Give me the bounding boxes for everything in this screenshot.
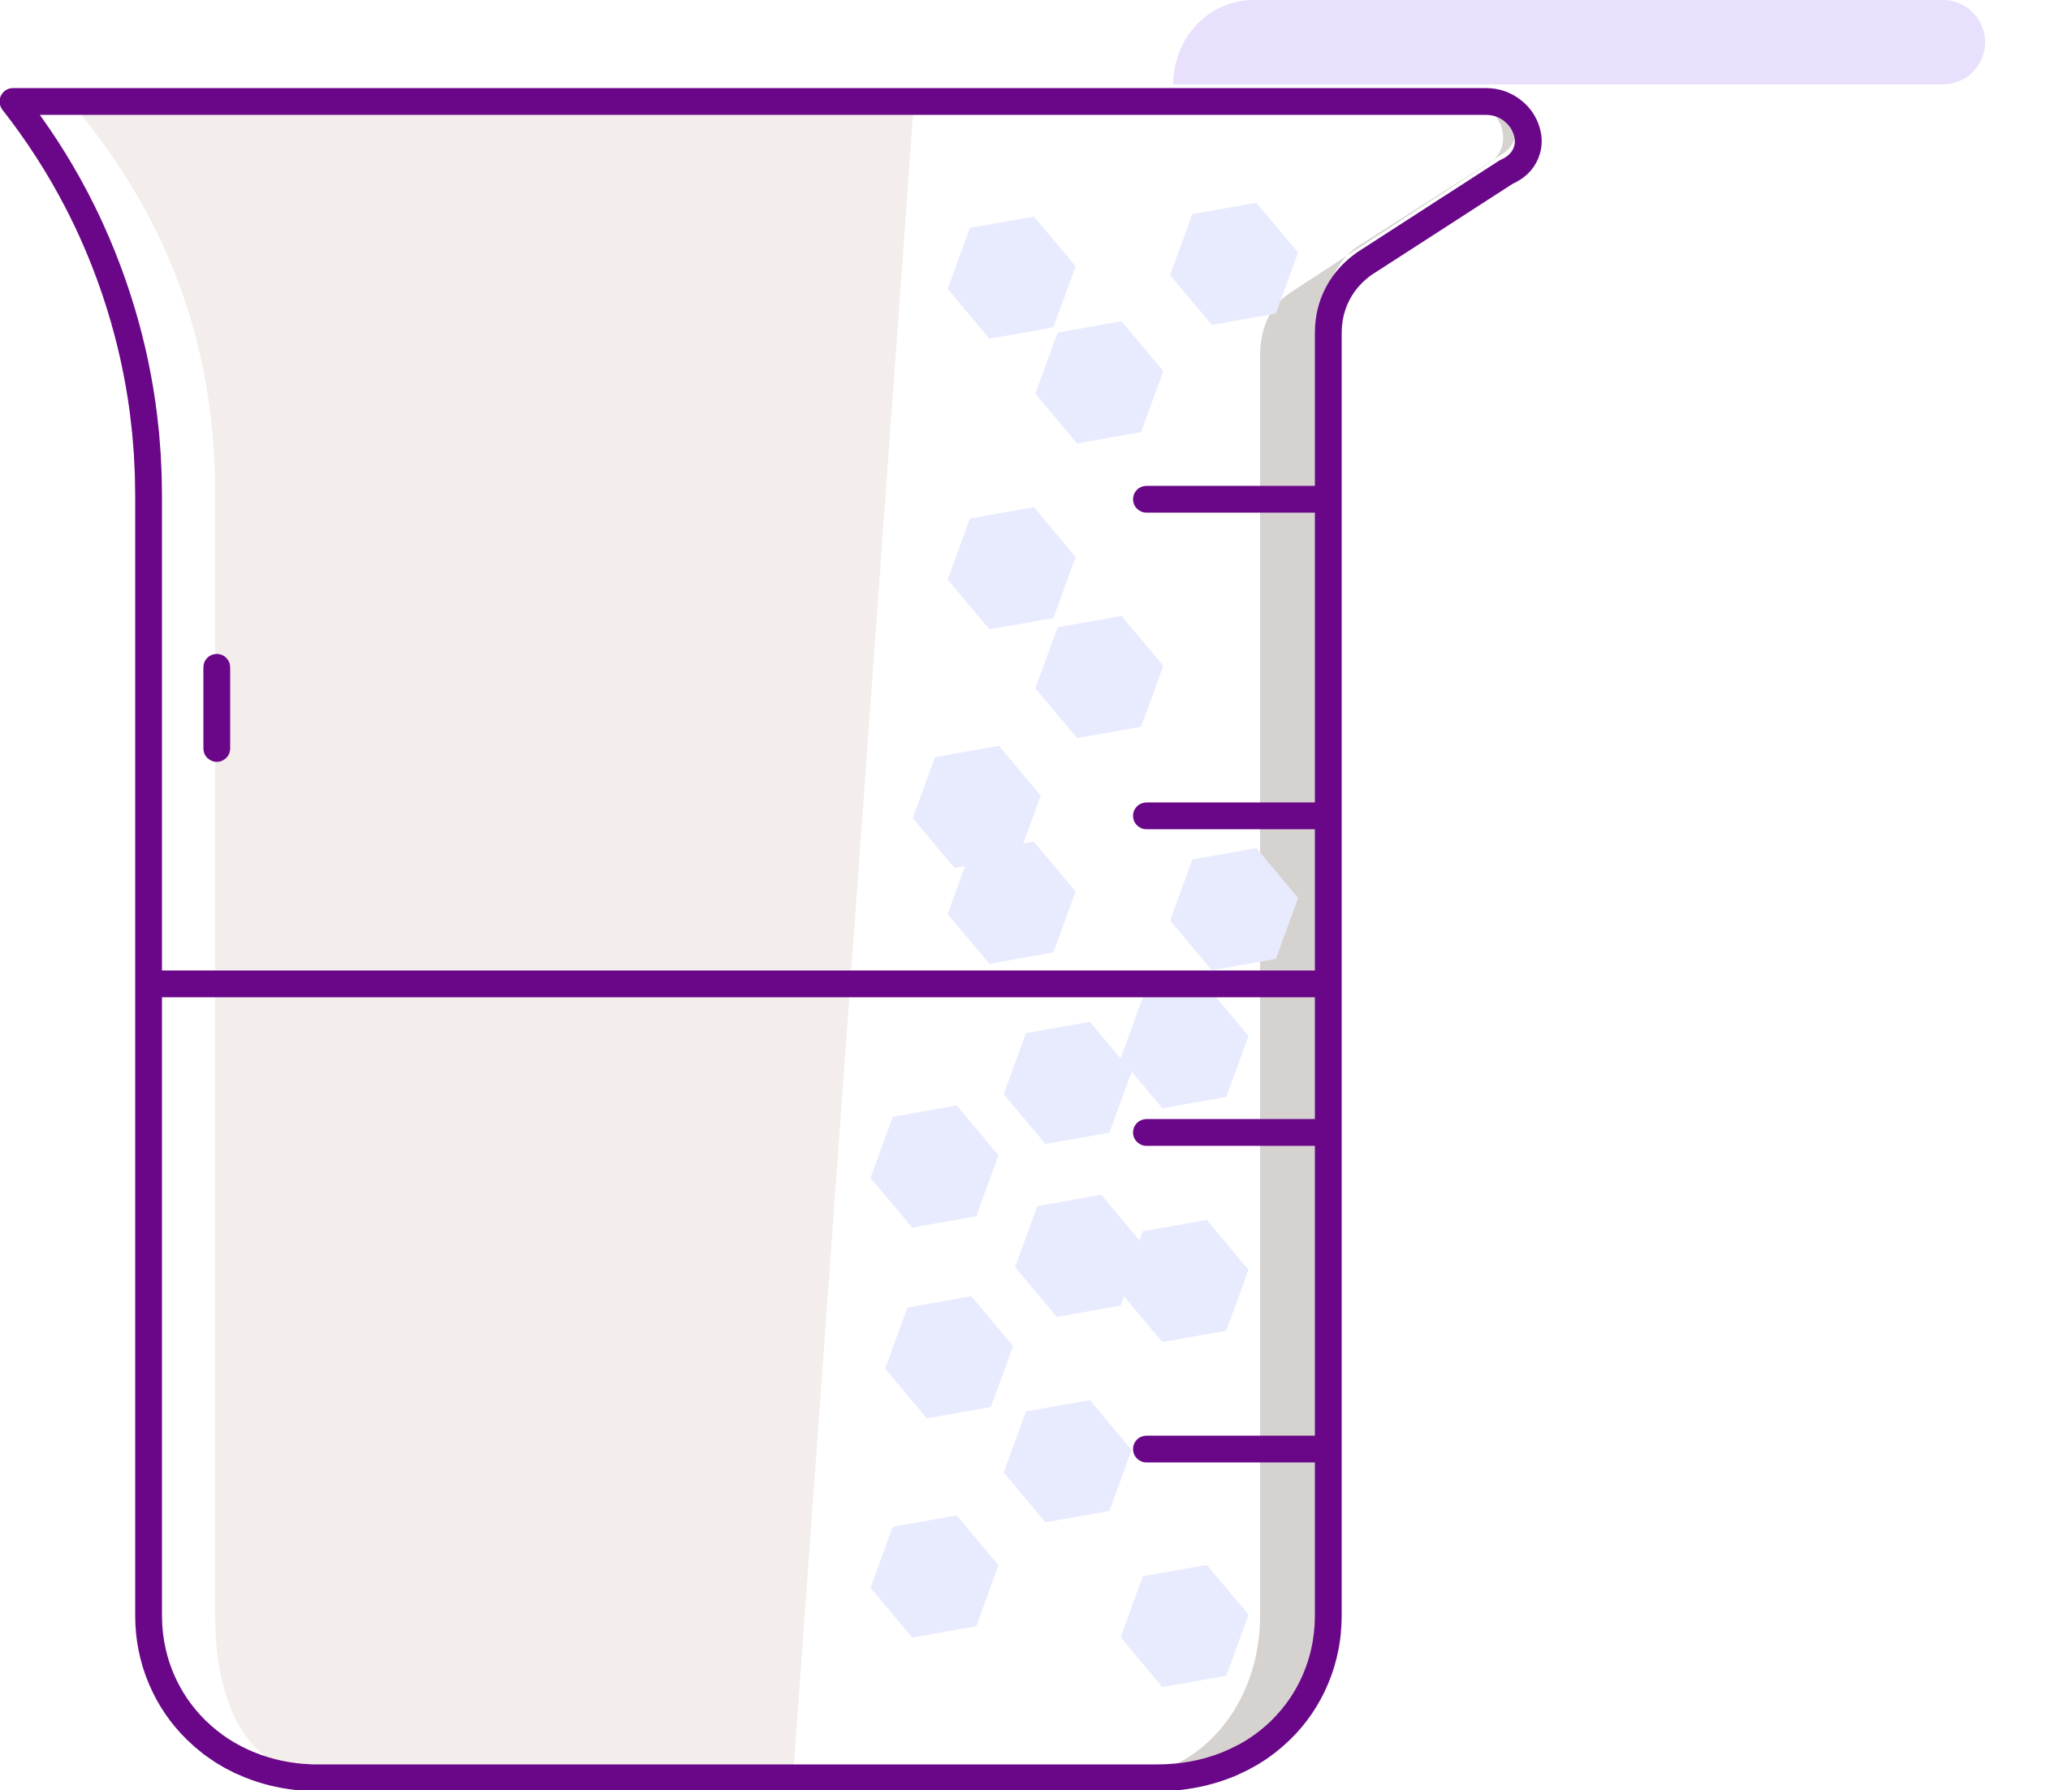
measurement-marks-group xyxy=(1133,485,1342,1463)
highlight-bar xyxy=(1173,0,1985,84)
hexagon-particle xyxy=(1035,615,1163,739)
hexagon-particle xyxy=(948,507,1076,630)
hexagon-particle xyxy=(885,1296,1013,1419)
hexagon-particle xyxy=(1120,1219,1249,1343)
particles-group xyxy=(870,202,1298,1688)
hexagon-particle xyxy=(1120,986,1249,1109)
hexagon-particle xyxy=(1170,848,1298,971)
hexagon-particle xyxy=(1004,1400,1132,1523)
hexagon-particle xyxy=(870,1105,999,1228)
hexagon-particle xyxy=(1170,202,1298,326)
hexagon-particle xyxy=(1035,321,1163,444)
hexagon-particle xyxy=(1120,1564,1249,1688)
beaker-outline xyxy=(0,88,1542,1790)
hexagon-particle xyxy=(1015,1194,1143,1318)
hexagon-particle xyxy=(948,841,1076,964)
hexagon-particle xyxy=(913,745,1041,869)
hexagon-particle xyxy=(948,216,1076,339)
hexagon-particle xyxy=(1004,1021,1132,1145)
glass-tint xyxy=(77,110,913,1774)
hexagon-particle xyxy=(870,1515,999,1638)
